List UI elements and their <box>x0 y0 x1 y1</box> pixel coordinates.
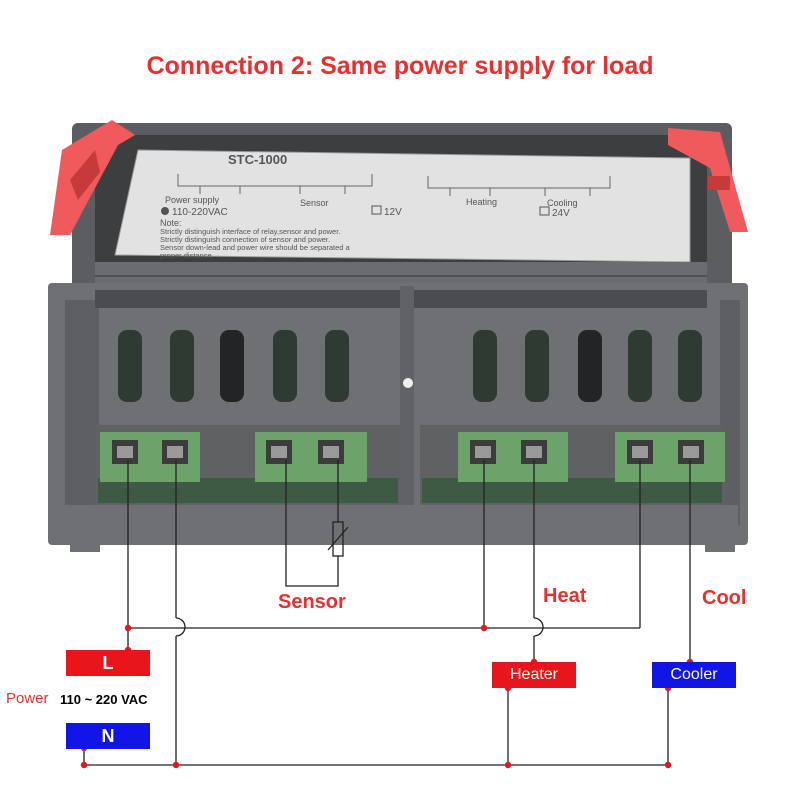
vent-slot <box>273 330 297 402</box>
label-sensor: Sensor <box>300 198 329 208</box>
body-divider <box>400 286 414 506</box>
wire-neutral-bus <box>83 690 669 766</box>
vent-slot <box>628 330 652 402</box>
label-bracket-left <box>177 174 373 187</box>
label-note-line2: Strictly distinguish connection of senso… <box>160 235 330 244</box>
body-side-left <box>65 300 99 525</box>
center-hole <box>403 378 413 388</box>
wire-heat-hop <box>533 617 544 637</box>
label-voltage-12: 12V <box>384 207 402 218</box>
terminal-block-heat <box>458 432 568 482</box>
clip-left-shade <box>70 150 100 200</box>
sensor-label: Sensor <box>278 591 346 613</box>
terminal-block-cool <box>615 432 725 482</box>
terminal-block-sensor <box>255 432 367 482</box>
pcb-strip-right <box>422 478 722 503</box>
vent-slot <box>170 330 194 402</box>
label-model: STC-1000 <box>228 152 287 167</box>
label-note-line3: Sensor down-lead and power wire should b… <box>160 243 351 252</box>
power-range-label: 110 ~ 220 VAC <box>60 692 148 707</box>
diagram-title: Connection 2: Same power supply for load <box>146 52 654 80</box>
power-word-label: Power <box>6 690 49 707</box>
housing-foot-left <box>70 540 100 552</box>
label-note-title: Note: <box>160 218 182 228</box>
housing-foot-right <box>705 540 735 552</box>
wires <box>83 460 691 766</box>
housing-bottom-lip <box>58 505 738 545</box>
wire-sensor-loop <box>285 460 339 587</box>
vent-slot <box>220 330 244 402</box>
label-note-line4: proper distance. <box>160 251 214 260</box>
label-checkbox-12v <box>371 205 382 215</box>
vent-slot <box>118 330 142 402</box>
neutral-terminal-box: N <box>66 723 150 749</box>
label-checkbox-24v <box>539 206 550 216</box>
vent-slot <box>473 330 497 402</box>
label-cooling: Cooling <box>547 198 578 208</box>
sensor-resistor <box>332 521 344 557</box>
pcb-strip-left <box>98 478 398 503</box>
vent-slot <box>678 330 702 402</box>
label-bracket-right <box>427 176 611 189</box>
heat-label: Heat <box>543 585 587 607</box>
vent-slot <box>525 330 549 402</box>
vent-slot <box>325 330 349 402</box>
label-voltage-110-220: 110-220VAC <box>172 207 228 218</box>
line-terminal-box: L <box>66 650 150 676</box>
label-checked-box <box>161 207 169 215</box>
label-note-line1: Strictly distinguish interface of relay,… <box>160 227 340 236</box>
cooler-box: Cooler <box>652 662 736 688</box>
cool-label: Cool <box>702 587 747 609</box>
sensor-resistor-mark <box>327 526 349 551</box>
label-voltage-24: 24V <box>552 208 570 219</box>
terminal-block-power <box>100 432 200 482</box>
vent-slot <box>578 330 602 402</box>
wire-neutral-hop <box>175 617 186 637</box>
heater-box: Heater <box>492 662 576 688</box>
junction-dots <box>80 624 694 769</box>
clip-right <box>668 128 748 232</box>
clip-right-notch <box>708 176 730 190</box>
label-power-supply: Power supply <box>165 195 220 205</box>
label-heating: Heating <box>466 197 497 207</box>
